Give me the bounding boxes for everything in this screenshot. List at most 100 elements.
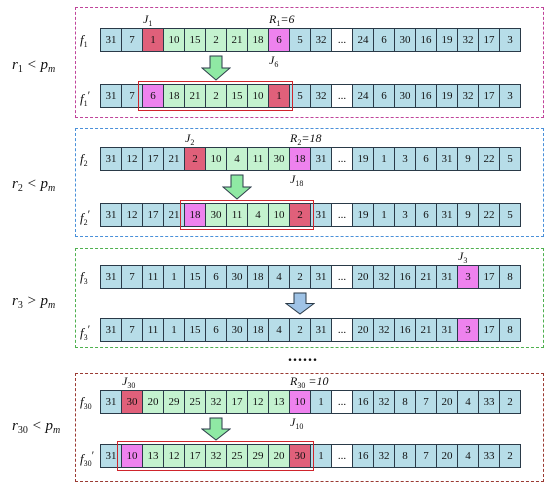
condition-op: <	[27, 418, 46, 434]
condition-op: >	[22, 293, 41, 309]
ellipsis-separator: ......	[288, 348, 318, 365]
row-label-prime: ′	[87, 322, 91, 336]
annotation-value: =10	[305, 374, 329, 388]
gene-cell: 19	[436, 28, 458, 52]
gene-cell: 31	[100, 203, 122, 227]
gene-cell: 16	[352, 390, 374, 414]
gene-cell: 10	[205, 147, 227, 171]
gene-cell: 6	[415, 203, 437, 227]
gene-cell: 21	[415, 318, 437, 342]
row-label-sub: 1	[83, 99, 88, 108]
condition-label-2: r2 < pm	[12, 176, 55, 194]
row-label-f: f	[80, 394, 84, 409]
annotation-letter: J	[290, 415, 296, 429]
gene-cell: 30	[289, 444, 311, 468]
gene-cell: 30	[394, 28, 416, 52]
gene-cell: 11	[142, 265, 164, 289]
gene-cell: 5	[289, 28, 311, 52]
condition-p-sub: m	[47, 300, 56, 311]
gene-cell: 3	[499, 84, 521, 108]
gene-cell: 2	[289, 203, 311, 227]
gene-cell: 17	[142, 147, 164, 171]
gene-cell: 32	[310, 28, 332, 52]
gene-cell: 21	[415, 265, 437, 289]
annotation-value: =18	[301, 131, 322, 145]
gene-cell: 6	[415, 147, 437, 171]
condition-r: r	[12, 418, 18, 434]
gene-cell: 17	[478, 265, 500, 289]
row-label-f: f	[80, 210, 84, 225]
row-label-sub: 30	[83, 402, 92, 411]
gene-cell: 1	[142, 28, 164, 52]
gene-cell: 16	[394, 318, 416, 342]
row-label-f: f	[80, 451, 84, 466]
gene-cell: 20	[142, 390, 164, 414]
gene-cell: 3	[457, 318, 479, 342]
gene-cell: 9	[457, 203, 479, 227]
gene-cell: 2	[289, 265, 311, 289]
gene-cell: 33	[478, 390, 500, 414]
row-label-sub: 3	[83, 277, 88, 286]
gene-cell: 32	[457, 84, 479, 108]
gene-cell: 2	[205, 28, 227, 52]
condition-r-sub: 3	[17, 300, 23, 311]
gene-cell: ...	[331, 390, 353, 414]
row-label-sub: 3	[83, 333, 88, 342]
gene-cell: 7	[121, 84, 143, 108]
annotation-sub: 1	[148, 19, 153, 28]
gene-cell: 3	[499, 28, 521, 52]
gene-cell: 22	[478, 203, 500, 227]
condition-r: r	[12, 57, 18, 73]
annotation-sub: 10	[295, 422, 304, 431]
row-label-sub: 2	[83, 218, 88, 227]
gene-cell: 5	[289, 84, 311, 108]
gene-cell: 32	[373, 444, 395, 468]
annotation-letter: J	[458, 249, 464, 263]
gene-annotation: J3	[458, 249, 467, 265]
gene-cell: 31	[100, 265, 122, 289]
gene-cell: ...	[331, 84, 353, 108]
panel-frame-3	[75, 248, 544, 348]
annotation-value: =6	[280, 12, 295, 26]
annotation-sub: 6	[274, 60, 279, 69]
annotation-sub: 2	[297, 138, 302, 147]
panel-frame-2	[75, 128, 544, 237]
gene-cell: 32	[205, 444, 227, 468]
gene-annotation: J30	[122, 374, 135, 390]
down-arrow-shape	[200, 55, 231, 81]
annotation-sub: 30	[297, 381, 306, 390]
gene-cell: 7	[121, 265, 143, 289]
gene-cell: 4	[457, 444, 479, 468]
gene-cell: 16	[415, 84, 437, 108]
gene-cell: 18	[247, 28, 269, 52]
down-arrow-icon	[221, 174, 252, 200]
gene-cell: 17	[478, 84, 500, 108]
gene-cell: 31	[100, 444, 122, 468]
gene-cell: 12	[121, 147, 143, 171]
gene-cell: 31	[100, 390, 122, 414]
row-label-f: f	[80, 32, 84, 47]
gene-cell: 31	[436, 265, 458, 289]
gene-cell: 16	[415, 28, 437, 52]
gene-cell: 12	[163, 444, 185, 468]
gene-cell: 32	[373, 318, 395, 342]
gene-cell: 17	[478, 28, 500, 52]
gene-cell: 8	[499, 318, 521, 342]
gene-annotation: J10	[290, 415, 303, 431]
gene-cell: 3	[457, 265, 479, 289]
gene-cell: 18	[289, 147, 311, 171]
row-label: f3	[80, 269, 88, 286]
annotation-letter: J	[269, 53, 275, 67]
row-label: f30	[80, 394, 92, 411]
gene-cell: 30	[226, 318, 248, 342]
gene-cell: 31	[100, 147, 122, 171]
gene-cell: 6	[205, 265, 227, 289]
gene-cell: 31	[310, 203, 332, 227]
gene-cell: 8	[499, 265, 521, 289]
row-label-f: f	[80, 269, 84, 284]
gene-cell: 10	[289, 390, 311, 414]
